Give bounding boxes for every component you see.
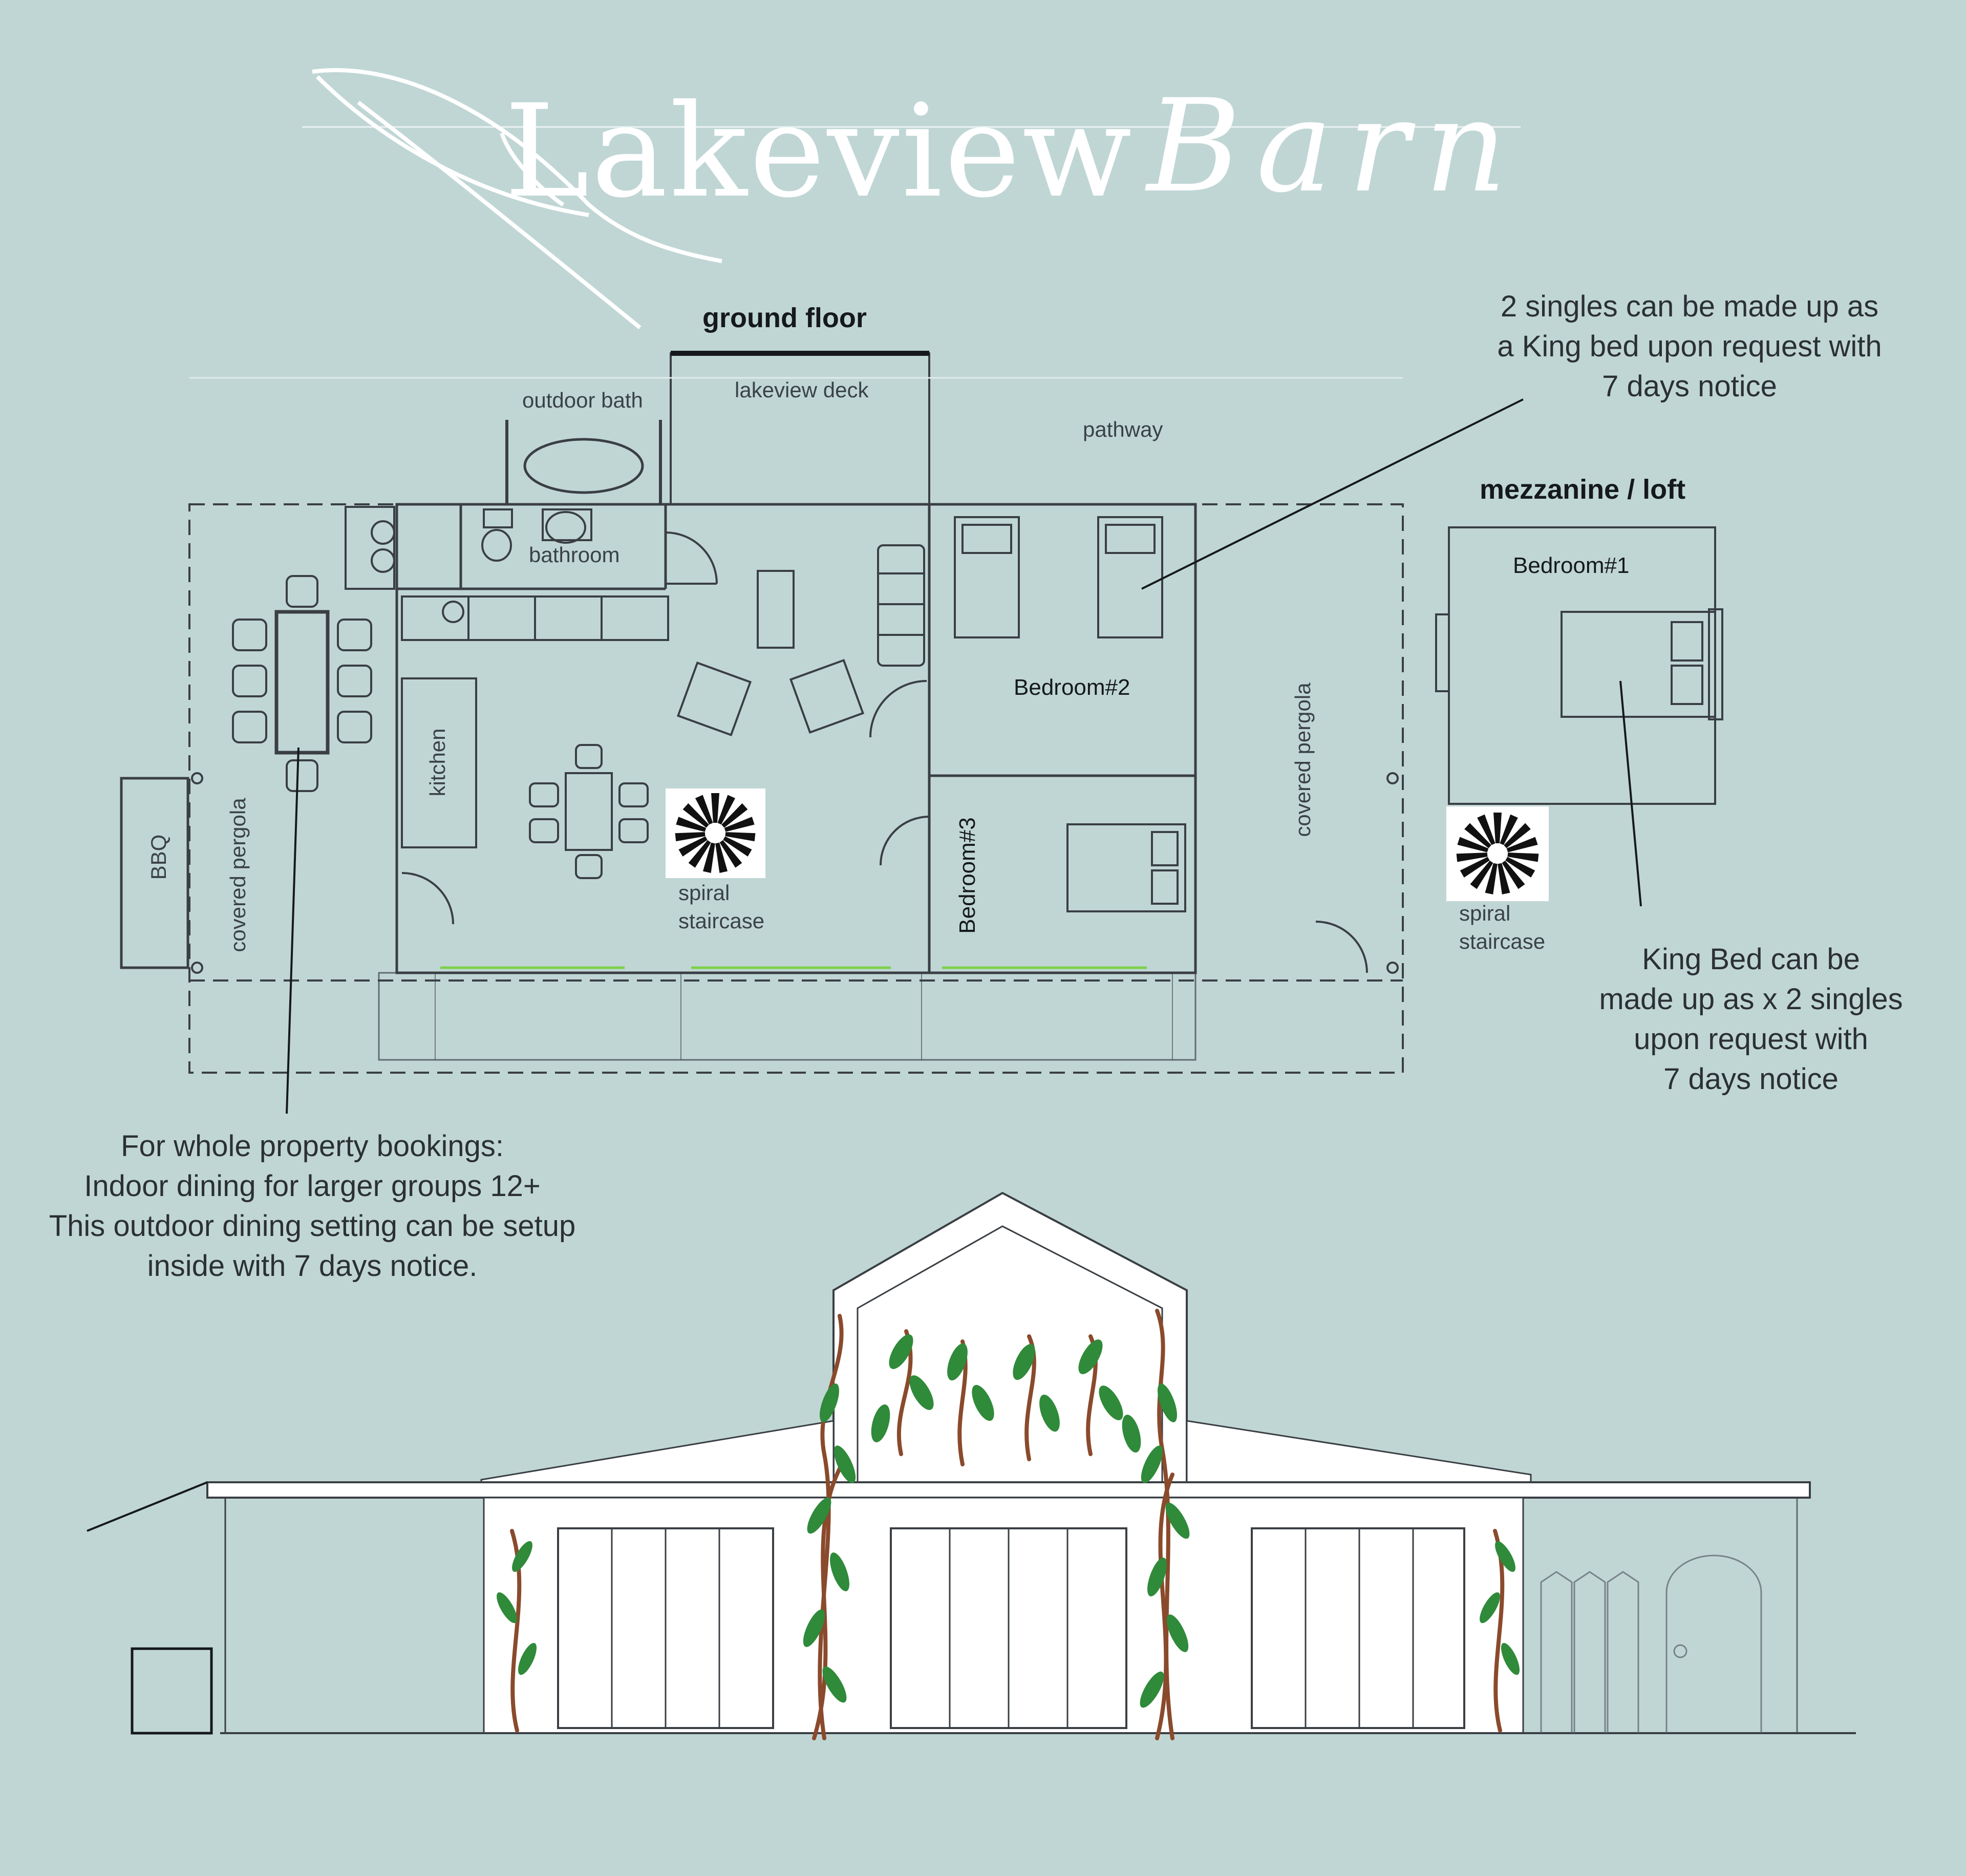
spiral-staircase-loft-icon [1449, 809, 1546, 899]
sunburst-icon [675, 793, 756, 873]
singles-note: 2 singles can be made up as a King bed u… [1434, 287, 1946, 407]
bedroom1-label: Bedroom#1 [1513, 553, 1630, 578]
staircase-label: staircase [678, 909, 765, 933]
covered-pergola-left-label: covered pergola [226, 798, 250, 952]
note-line: King Bed can be [1642, 943, 1860, 976]
note-line: Indoor dining for larger groups 12+ [84, 1169, 541, 1203]
dining-note: For whole property bookings: Indoor dini… [10, 1126, 614, 1286]
spiral-staircase-icon [668, 791, 763, 876]
note-line: a King bed upon request with [1497, 330, 1882, 363]
mezzanine-plan [1435, 526, 1723, 805]
spiral-label: spiral [678, 881, 730, 905]
note-line: This outdoor dining setting can be setup [49, 1209, 576, 1243]
title-barn: Barn [1147, 72, 1523, 221]
title-lakeview: Lakeview [504, 77, 1134, 226]
bedroom3-label: Bedroom#3 [955, 817, 980, 934]
note-line: inside with 7 days notice. [147, 1249, 478, 1283]
note-line: For whole property bookings: [121, 1129, 504, 1163]
king-bed-note: King Bed can be made up as x 2 singles u… [1546, 940, 1956, 1099]
bathroom-label: bathroom [529, 543, 620, 567]
note-leader-lines [286, 398, 1642, 1114]
front-elevation [87, 1191, 1856, 1735]
ground-floor-heading: ground floor [702, 303, 867, 333]
pathway-label: pathway [1083, 417, 1163, 441]
sunburst-icon [1456, 813, 1539, 894]
covered-pergola-right-label: covered pergola [1291, 683, 1315, 837]
note-line: made up as x 2 singles [1599, 983, 1903, 1016]
kitchen-label: kitchen [425, 728, 450, 797]
outdoor-bath-label: outdoor bath [522, 388, 643, 412]
note-line: 7 days notice [1663, 1062, 1839, 1096]
ground-floor-plan [120, 351, 1404, 1074]
loft-spiral-label: spiral [1459, 901, 1511, 925]
note-line: 7 days notice [1602, 370, 1777, 403]
note-line: 2 singles can be made up as [1500, 290, 1879, 323]
loft-staircase-label: staircase [1459, 929, 1546, 953]
title-feather-flourish [302, 68, 1521, 330]
note-line: upon request with [1634, 1022, 1868, 1056]
lakeview-deck-label: lakeview deck [735, 378, 869, 402]
bbq-label: BBQ [146, 834, 170, 880]
climbing-vines [497, 1309, 1520, 1740]
bedroom2-label: Bedroom#2 [1014, 675, 1130, 700]
mezzanine-heading: mezzanine / loft [1480, 474, 1686, 505]
